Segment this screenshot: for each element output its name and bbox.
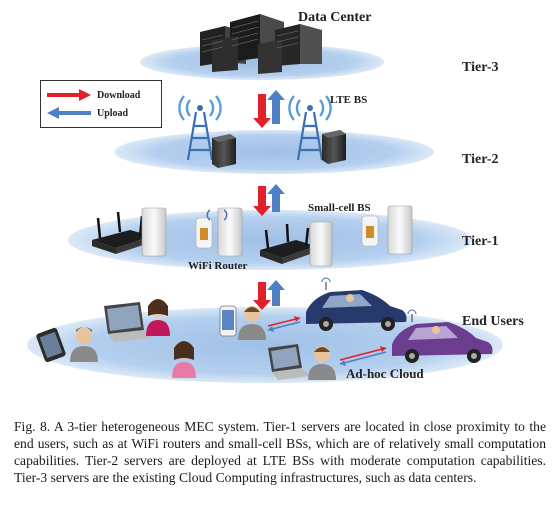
lte-bs-right-icon — [288, 95, 346, 164]
tier2-plane — [114, 130, 434, 174]
legend: Download Upload — [40, 80, 162, 128]
tier2-label: Tier-2 — [462, 152, 499, 167]
upload-arrow-icon — [47, 107, 91, 119]
tier3-label: Tier-3 — [462, 60, 499, 75]
wifi-router-right-icon — [260, 221, 333, 267]
small-cell-bs-label: Small-cell BS — [308, 202, 371, 214]
laptop-1-icon — [104, 302, 152, 342]
laptop-2-icon — [268, 344, 310, 380]
user-avatar-2-icon — [146, 299, 170, 336]
adhoc-link-arrows — [267, 316, 387, 366]
tablet-icon — [36, 327, 66, 363]
wifi-router-left-icon — [92, 211, 152, 254]
figure-caption: Fig. 8. A 3-tier heterogeneous MEC syste… — [14, 419, 546, 485]
end-users-label: End Users — [462, 314, 524, 329]
user-avatar-3-icon — [172, 341, 196, 378]
legend-upload: Upload — [47, 105, 128, 121]
adhoc-cloud-label: Ad-hoc Cloud — [346, 366, 424, 381]
small-cell-server-1-icon — [141, 207, 167, 257]
diagram-canvas — [27, 14, 503, 383]
data-center-label: Data Center — [298, 10, 372, 25]
legend-download: Download — [47, 87, 140, 103]
tier2-tier1-arrows — [253, 184, 285, 216]
download-arrow-icon — [47, 89, 91, 101]
phone-icon — [219, 305, 237, 337]
tier3-tier2-arrows — [253, 90, 285, 128]
mec-diagram — [27, 14, 503, 383]
user-avatar-1-icon — [70, 327, 98, 362]
legend-download-label: Download — [97, 89, 141, 101]
tier1-end-arrows — [253, 280, 285, 310]
user-avatar-4-icon — [238, 306, 266, 340]
user-avatar-5-icon — [308, 346, 336, 380]
small-cell-bs-right-icon — [361, 205, 413, 255]
legend-upload-label: Upload — [97, 107, 129, 119]
lte-bs-label: LTE BS — [330, 94, 368, 106]
car-purple-icon — [392, 309, 493, 363]
lte-bs-left-icon — [178, 95, 236, 168]
small-cell-bs-icon — [195, 207, 243, 257]
data-center-servers-icon — [200, 14, 322, 74]
car-dark-icon — [306, 277, 407, 331]
wifi-router-label: WiFi Router — [188, 260, 248, 272]
tier1-label: Tier-1 — [462, 234, 499, 249]
